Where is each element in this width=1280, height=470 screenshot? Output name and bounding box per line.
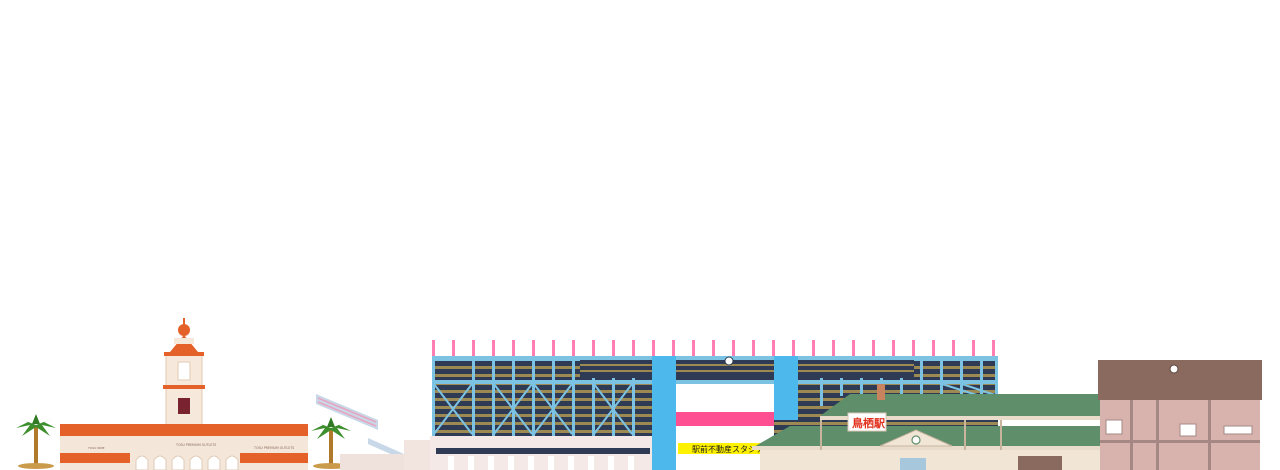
brown-building [1098, 360, 1262, 470]
small-grandstand [316, 394, 434, 470]
station-name-sign: 鳥栖駅 [852, 416, 885, 430]
outlet-sign-right: TOSU PREMIUM OUTLETS [253, 446, 294, 450]
stadium-banner-text: 駅前不動産スタジアム [692, 444, 771, 454]
outlet-sign-left: TOSU PREMIUM OUTLETS [175, 443, 216, 447]
stadium: 駅前不動産スタジアム [430, 340, 999, 470]
outlet-small-sign: TOSU NINE [87, 446, 105, 450]
train-station: 鳥栖駅 [752, 384, 1102, 470]
outlet-building: TOSU PREMIUM OUTLETS TOSU PREMIUM OUTLET… [60, 318, 308, 470]
palm-tree-left [16, 414, 56, 469]
